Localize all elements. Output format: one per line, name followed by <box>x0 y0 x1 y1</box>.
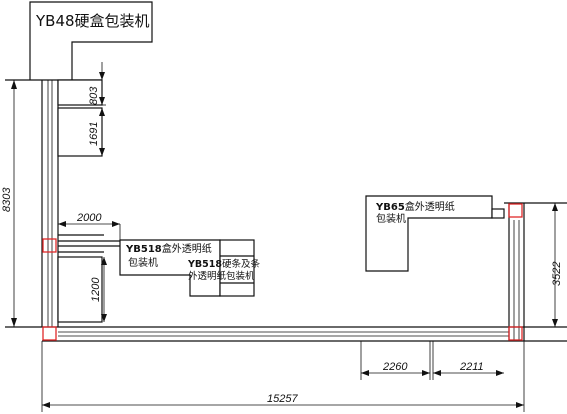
yb65-machine: YB65盒外透明纸 包装机 <box>365 195 505 272</box>
dim-2260: 2260 <box>360 341 431 380</box>
dim-3522-text: 3522 <box>551 262 563 286</box>
yb48-label: YB48硬盒包装机 <box>35 12 150 30</box>
yb65-code: YB65 <box>375 202 405 213</box>
dim-1200-text: 1200 <box>90 277 102 302</box>
dim-15257: 15257 <box>41 341 525 412</box>
dim-2000: 2000 <box>58 212 120 227</box>
dim-8303: 8303 <box>1 80 17 327</box>
yb48-machine: YB48硬盒包装机 <box>29 1 153 80</box>
yb518-b-machine: YB518硬条及条 外透明纸包装机 <box>187 239 260 297</box>
main-conveyor <box>5 326 567 342</box>
dim-2211-text: 2211 <box>459 361 484 373</box>
svg-text:YB65盒外透明纸: YB65盒外透明纸 <box>375 200 455 213</box>
yb518-a-line2: 包装机 <box>128 256 158 269</box>
yb518-a-machine: YB518盒外透明纸 包装机 <box>119 239 221 297</box>
yb518-a-text: 盒外透明纸 <box>162 242 212 255</box>
red-markers <box>42 203 523 341</box>
dim-2211: 2211 <box>432 341 504 380</box>
right-conveyor <box>504 202 567 341</box>
dim-803-text: 803 <box>88 86 100 105</box>
yb518-b-line2: 外透明纸包装机 <box>188 270 255 282</box>
svg-text:YB518硬条及条: YB518硬条及条 <box>187 258 260 270</box>
dim-2000-text: 2000 <box>76 212 102 224</box>
dim-1691: 1691 <box>88 108 105 156</box>
dim-2260-text: 2260 <box>382 361 408 373</box>
dim-803: 803 <box>88 62 106 106</box>
dim-3522: 3522 <box>551 203 563 327</box>
yb518-a-code: YB518 <box>125 244 162 255</box>
branch-conveyor <box>58 224 121 247</box>
dim-1691-text: 1691 <box>88 122 100 146</box>
yb65-text: 盒外透明纸 <box>405 200 455 213</box>
yb518-b-code: YB518 <box>187 259 222 270</box>
svg-text:YB518盒外透明纸: YB518盒外透明纸 <box>125 242 212 255</box>
side-blocks <box>57 79 104 323</box>
dim-8303-text: 8303 <box>1 187 13 212</box>
yb518-b-text: 硬条及条 <box>222 258 261 270</box>
marker-right-top <box>508 203 523 218</box>
marker-left-mid <box>42 238 57 253</box>
dim-15257-text: 15257 <box>267 393 298 405</box>
marker-right-bottom <box>508 326 523 341</box>
dim-1200: 1200 <box>90 257 107 322</box>
marker-left-bottom <box>42 326 57 341</box>
yb65-line2: 包装机 <box>376 212 406 225</box>
